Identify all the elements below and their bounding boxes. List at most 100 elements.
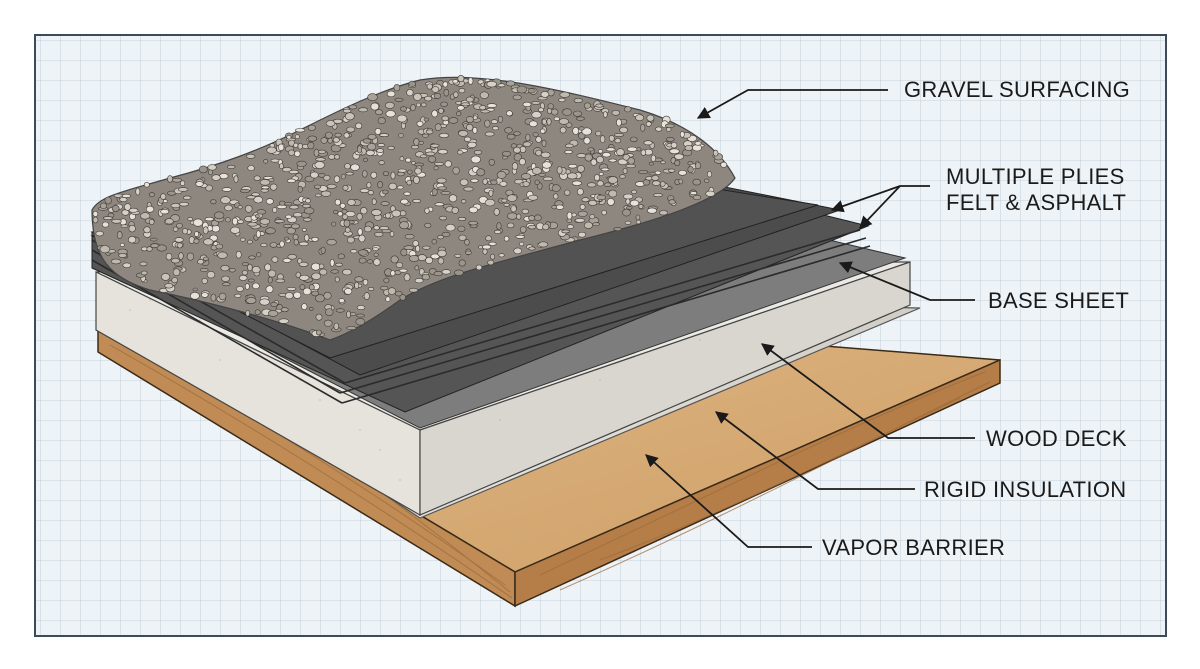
gravel-stone bbox=[434, 271, 443, 275]
gravel-stone bbox=[590, 215, 595, 219]
gravel-stone bbox=[312, 237, 319, 241]
gravel-stone bbox=[117, 231, 122, 238]
gravel-stone bbox=[636, 115, 644, 121]
gravel-stone bbox=[201, 293, 208, 298]
gravel-stone bbox=[316, 158, 326, 161]
gravel-stone bbox=[289, 170, 299, 173]
gravel-stone bbox=[438, 149, 448, 154]
gravel-stone bbox=[594, 175, 599, 181]
gravel-stone bbox=[666, 137, 674, 141]
gravel-stone bbox=[287, 135, 291, 139]
gravel-stone bbox=[368, 190, 373, 194]
gravel-stone bbox=[411, 104, 416, 110]
gravel-stone bbox=[416, 103, 420, 107]
gravel-stone bbox=[649, 172, 656, 175]
gravel-stone bbox=[487, 104, 497, 108]
gravel-stone bbox=[312, 273, 321, 280]
gravel-stone bbox=[364, 226, 371, 232]
gravel-stone bbox=[167, 176, 172, 183]
gravel-stone bbox=[214, 212, 224, 219]
gravel-stone bbox=[565, 150, 573, 153]
gravel-stone bbox=[149, 219, 154, 224]
gravel-stone bbox=[360, 189, 369, 193]
gravel-stone bbox=[371, 209, 381, 215]
gravel-stone bbox=[311, 263, 320, 270]
gravel-stone bbox=[578, 232, 585, 237]
gravel-stone bbox=[646, 122, 651, 127]
gravel-stone bbox=[498, 84, 505, 87]
gravel-stone bbox=[564, 190, 570, 195]
gravel-stone bbox=[404, 192, 411, 195]
gravel-stone bbox=[647, 208, 656, 213]
gravel-stone bbox=[597, 181, 604, 186]
gravel-stone bbox=[529, 247, 536, 250]
gravel-stone bbox=[474, 150, 482, 154]
gravel-stone bbox=[551, 109, 558, 115]
gravel-stone bbox=[407, 89, 414, 96]
gravel-stone bbox=[514, 147, 521, 153]
gravel-stone bbox=[398, 134, 403, 138]
gravel-stone bbox=[693, 179, 701, 185]
gravel-stone bbox=[285, 293, 293, 299]
gravel-stone bbox=[308, 142, 314, 149]
gravel-stone bbox=[536, 150, 542, 156]
gravel-stone bbox=[175, 238, 183, 243]
gravel-stone bbox=[272, 257, 278, 263]
gravel-stone bbox=[507, 195, 517, 202]
gravel-stone bbox=[368, 287, 374, 290]
gravel-stone bbox=[342, 209, 347, 213]
gravel-stone bbox=[452, 207, 459, 213]
gravel-stone bbox=[632, 190, 637, 194]
gravel-stone bbox=[394, 84, 400, 91]
gravel-stone bbox=[382, 190, 388, 194]
gravel-stone bbox=[161, 209, 169, 214]
gravel-stone bbox=[444, 89, 449, 96]
gravel-stone bbox=[445, 161, 452, 167]
gravel-stone bbox=[540, 129, 545, 133]
gravel-stone bbox=[294, 292, 301, 298]
gravel-stone bbox=[278, 144, 284, 151]
gravel-stone bbox=[505, 127, 513, 133]
gravel-stone bbox=[458, 75, 464, 81]
gravel-stone bbox=[374, 253, 378, 257]
gravel-stone bbox=[516, 235, 525, 238]
gravel-stone bbox=[679, 170, 687, 175]
gravel-stone bbox=[332, 222, 336, 226]
gravel-stone bbox=[491, 120, 497, 124]
gravel-stone bbox=[216, 244, 223, 249]
gravel-stone bbox=[464, 187, 474, 191]
gravel-stone bbox=[623, 194, 633, 199]
gravel-stone bbox=[485, 236, 491, 241]
gravel-stone bbox=[523, 142, 531, 147]
gravel-stone bbox=[364, 293, 369, 300]
gravel-stone bbox=[395, 98, 403, 101]
gravel-stone bbox=[442, 270, 451, 275]
gravel-stone bbox=[119, 253, 127, 257]
gravel-stone bbox=[363, 158, 367, 162]
gravel-stone bbox=[188, 217, 193, 220]
gravel-stone bbox=[304, 234, 309, 241]
gravel-stone bbox=[539, 108, 544, 112]
gravel-stone bbox=[427, 84, 432, 89]
gravel-stone bbox=[238, 220, 244, 224]
gravel-stone bbox=[120, 243, 124, 246]
gravel-stone bbox=[532, 168, 541, 175]
gravel-stone bbox=[449, 117, 458, 123]
gravel-stone bbox=[300, 275, 310, 280]
gravel-stone bbox=[419, 141, 424, 144]
gravel-stone bbox=[358, 250, 367, 256]
gravel-stone bbox=[652, 181, 660, 186]
gravel-stone bbox=[512, 163, 518, 170]
gravel-stone bbox=[574, 98, 583, 102]
gravel-stone bbox=[466, 116, 473, 122]
gravel-stone bbox=[479, 245, 483, 248]
gravel-stone bbox=[288, 254, 297, 259]
gravel-stone bbox=[262, 186, 270, 189]
gravel-stone bbox=[239, 275, 247, 280]
gravel-stone bbox=[542, 162, 551, 169]
gravel-stone bbox=[140, 262, 147, 266]
gravel-stone bbox=[267, 147, 277, 153]
gravel-stone bbox=[397, 172, 404, 176]
gravel-stone bbox=[424, 118, 429, 121]
gravel-stone bbox=[304, 208, 314, 214]
